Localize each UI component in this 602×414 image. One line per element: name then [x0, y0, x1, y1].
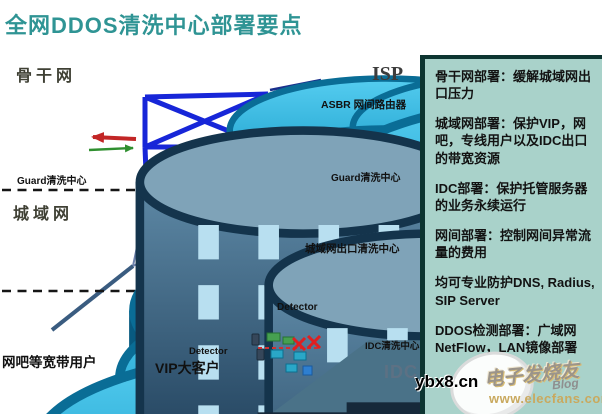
- metro-egress-label: 城域网出口清洗中心: [305, 243, 400, 255]
- note-metro: 城域网部署：保护VIP，网吧，专线用户以及IDC出口的带宽资源: [435, 116, 588, 166]
- idc-label: IDC: [384, 362, 418, 382]
- idc-internal-network: [251, 332, 322, 376]
- zone-label-backbone: 骨干网: [16, 68, 77, 85]
- idc-clean-label: IDC清洗中心: [365, 341, 420, 352]
- note-backbone: 骨干网部署：缓解城域网出口压力: [435, 69, 592, 102]
- page-title: 全网DDOS清洗中心部署要点: [5, 13, 303, 38]
- note-idc: IDC部署：保护托管服务器的业务永续运行: [435, 180, 588, 213]
- guard-left-label: Guard清洗中心: [17, 176, 87, 187]
- note-internetwork: 网间部署：控制网间异常流量的费用: [435, 228, 592, 261]
- detector-idc-label: Detector: [277, 302, 318, 313]
- watermark-url: www.elecfans.com: [489, 391, 602, 406]
- vip-customers-label: VIP大客户: [155, 360, 220, 376]
- note-detect: DDOS检测部署：广域网 NetFlow，LAN镜像部署: [435, 322, 578, 355]
- watermark-site: ybx8.cn: [415, 372, 479, 391]
- watermark-blog: Blog: [551, 375, 580, 393]
- ddn-label: DDN: [36, 333, 56, 343]
- guard-right-label: Guard清洗中心: [331, 173, 401, 184]
- isp-label: ISP: [372, 63, 404, 85]
- note-protect: 均可专业防护DNS, Radius, SIP Server: [435, 275, 595, 308]
- asbr-label: ASBR 网间路由器: [321, 99, 407, 111]
- netbar-users-label: 网吧等宽带用户: [2, 355, 97, 370]
- zone-label-metro: 城域网: [13, 206, 74, 223]
- detector-vip-label: Detector: [189, 346, 228, 357]
